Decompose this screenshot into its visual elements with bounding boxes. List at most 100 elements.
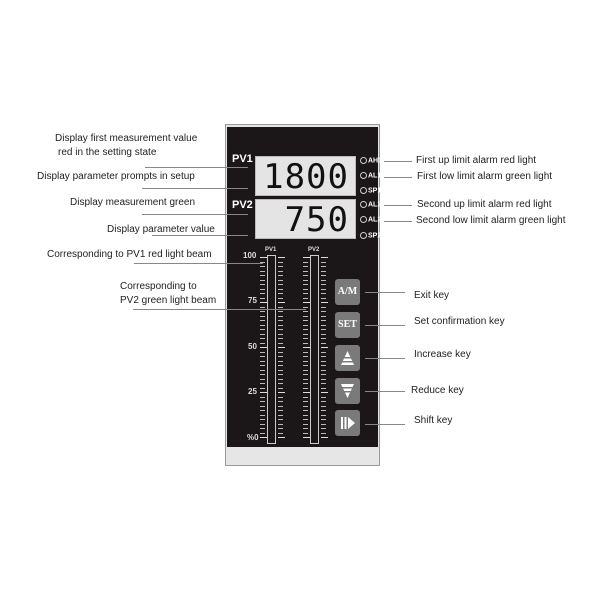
scale-tick xyxy=(260,297,265,299)
scale-tick xyxy=(260,419,265,420)
bar-label-pv2: PV2 xyxy=(308,247,320,253)
scale-100: 100 xyxy=(243,251,257,260)
scale-tick xyxy=(303,293,308,294)
scale-tick xyxy=(303,414,308,416)
bar-label-pv1: PV1 xyxy=(265,247,277,253)
scale-tick xyxy=(278,293,283,294)
scale-tick xyxy=(321,257,328,258)
scale-tick xyxy=(303,401,308,402)
scale-tick xyxy=(260,311,265,312)
triangle-down-icon xyxy=(340,384,355,398)
annotation-measurement-green: Display measurement green xyxy=(70,197,196,208)
scale-tick xyxy=(321,270,326,272)
scale-tick xyxy=(260,437,267,438)
scale-tick xyxy=(260,405,265,407)
scale-tick xyxy=(321,329,326,330)
scale-tick xyxy=(303,320,308,321)
set-button[interactable]: SET xyxy=(335,312,360,338)
scale-tick xyxy=(278,369,283,371)
scale-tick xyxy=(278,333,283,335)
scale-tick xyxy=(303,338,308,339)
scale-tick xyxy=(278,356,283,357)
scale-tick xyxy=(321,342,326,344)
scale-tick xyxy=(321,275,326,276)
pv2-label: PV2 xyxy=(232,199,253,211)
scale-tick xyxy=(260,414,265,416)
scale-tick xyxy=(278,270,283,272)
reduce-button[interactable] xyxy=(335,378,360,404)
scale-tick xyxy=(278,329,283,330)
leader-line xyxy=(384,177,412,178)
annotation-ah1: First up limit alarm red light xyxy=(416,155,537,166)
scale-tick xyxy=(278,266,283,267)
scale-tick xyxy=(278,432,283,434)
scale-tick xyxy=(278,284,283,285)
scale-tick xyxy=(303,297,308,299)
annotation-set-key: Set confirmation key xyxy=(414,316,505,327)
scale-tick xyxy=(321,378,326,380)
scale-tick xyxy=(303,333,308,335)
leader-line xyxy=(384,221,412,222)
scale-tick xyxy=(321,266,326,267)
scale-tick xyxy=(260,401,265,402)
scale-tick xyxy=(321,284,326,285)
indicator-al2-low: AL2 xyxy=(360,216,381,223)
scale-tick xyxy=(278,360,283,362)
scale-tick xyxy=(278,351,283,353)
scale-tick xyxy=(303,302,310,303)
scale-tick xyxy=(303,306,308,308)
scale-tick xyxy=(260,378,265,380)
scale-tick xyxy=(278,414,283,416)
scale-tick xyxy=(278,315,283,317)
scale-tick xyxy=(303,356,308,357)
scale-tick xyxy=(260,351,265,353)
indicator-al2-up: AL2 xyxy=(360,201,381,208)
leader-line xyxy=(133,309,306,310)
leader-line xyxy=(142,188,248,189)
shift-button[interactable] xyxy=(335,410,360,436)
scale-tick xyxy=(303,270,308,272)
leader-line xyxy=(365,358,405,359)
scale-tick xyxy=(321,360,326,362)
leader-line xyxy=(145,167,248,168)
scale-tick xyxy=(303,311,308,312)
leader-line xyxy=(365,391,405,392)
scale-tick xyxy=(303,374,308,375)
increase-button[interactable] xyxy=(335,345,360,371)
scale-tick xyxy=(260,257,267,258)
pv2-light-beam xyxy=(310,255,319,444)
scale-tick xyxy=(303,284,308,285)
scale-tick xyxy=(260,369,265,371)
scale-tick xyxy=(303,360,308,362)
scale-tick xyxy=(303,324,308,326)
scale-tick xyxy=(303,437,310,438)
scale-tick xyxy=(321,279,326,281)
pv2-display: 750 xyxy=(255,199,356,240)
indicator-ah1: AH1 xyxy=(360,157,382,164)
scale-tick xyxy=(278,401,283,402)
annotation-shift-key: Shift key xyxy=(414,415,453,426)
scale-tick xyxy=(278,279,283,281)
scale-tick xyxy=(321,401,326,402)
scale-tick xyxy=(303,329,308,330)
scale-tick xyxy=(278,338,283,339)
scale-tick xyxy=(303,288,308,290)
am-button[interactable]: A/M xyxy=(335,279,360,305)
scale-tick xyxy=(303,342,308,344)
scale-tick xyxy=(321,392,328,393)
leader-line xyxy=(365,292,405,293)
scale-tick xyxy=(278,396,283,398)
scale-tick xyxy=(303,378,308,380)
annotation-pv1-beam: Corresponding to PV1 red light beam xyxy=(47,249,212,260)
scale-tick xyxy=(278,288,283,290)
scale-tick xyxy=(260,306,265,308)
scale-tick xyxy=(303,419,308,420)
leader-line xyxy=(142,214,248,215)
scale-tick xyxy=(260,423,265,425)
scale-tick xyxy=(303,383,308,384)
scale-tick xyxy=(278,419,283,420)
scale-tick xyxy=(321,356,326,357)
scale-tick xyxy=(278,306,283,308)
scale-tick xyxy=(321,288,326,290)
annotation-first-measurement: Display first measurement value xyxy=(55,133,198,144)
